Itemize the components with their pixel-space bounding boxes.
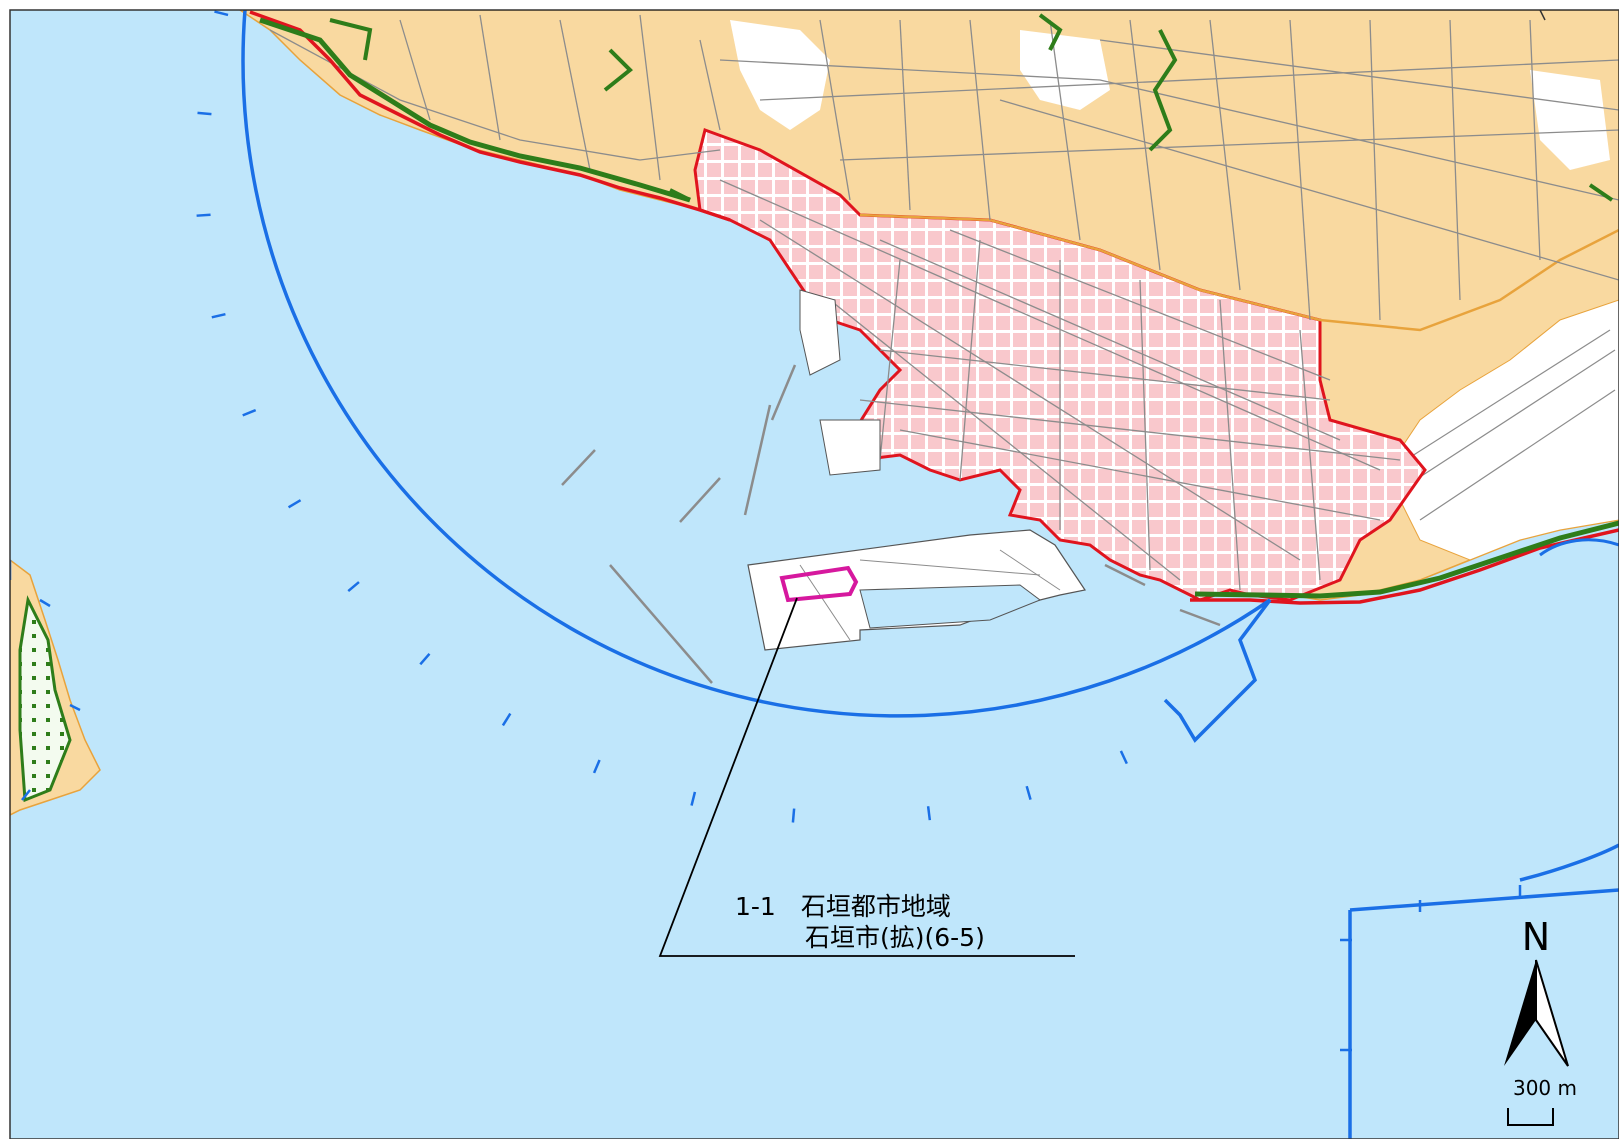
land-white-patch-2: [1020, 30, 1110, 110]
boundary-tick: [242, 408, 257, 417]
boundary-tick: [419, 652, 431, 666]
reclaimed-pier-inner: [859, 584, 1042, 629]
road-network: [269, 14, 1619, 591]
blue-boundary: [196, 10, 1619, 1139]
boundary-tick: [926, 806, 932, 821]
coastline-blue-east: [1539, 538, 1619, 557]
north-arrow-icon: [1504, 959, 1569, 1067]
map-frame: [9, 9, 1619, 1139]
green-strip-northwest: [259, 17, 691, 203]
scale-bar-line: [1507, 1108, 1554, 1126]
scale-bar: 300 m: [1507, 1076, 1577, 1126]
label-leader-line: [658, 597, 1075, 957]
land-white-patch-3: [1530, 70, 1610, 170]
land-white-patch-1: [730, 20, 830, 130]
corner-mark: [1539, 9, 1546, 21]
boundary-tick: [196, 213, 211, 217]
north-arrow: N: [1504, 915, 1569, 1067]
boundary-tick: [592, 759, 601, 774]
boundary-tick: [690, 791, 697, 806]
boundary-tick: [197, 111, 212, 116]
target-area-outline[interactable]: [779, 565, 859, 603]
green-strip-southeast: [1194, 520, 1619, 599]
north-letter: N: [1522, 915, 1550, 959]
boundary-tick: [347, 581, 360, 592]
green-parks: [329, 13, 1614, 202]
island-west-green: [18, 595, 72, 803]
boundary-tick: [501, 712, 512, 727]
boundary-tick: [791, 808, 796, 823]
boundary-tick: [214, 10, 229, 17]
area-label-line1: 1-1 石垣都市地域: [735, 892, 951, 921]
boundary-tick: [211, 312, 226, 319]
boundary-tick: [1025, 785, 1032, 800]
harbor-pier-south: [819, 419, 881, 476]
breakwaters: [561, 364, 1221, 684]
boundary-tick: [1119, 750, 1128, 765]
boundary-tick: [287, 499, 302, 509]
island-boundary-ticks: [10, 560, 81, 801]
scale-bar-label: 300 m: [1513, 1076, 1577, 1100]
harbor-pier-west: [799, 289, 841, 376]
area-label-line2: 石垣市(拡)(6-5): [805, 923, 985, 952]
coastline-northwest: [249, 10, 731, 222]
pier-roads: [799, 549, 1061, 641]
landuse-boundary: [859, 213, 1619, 332]
airport-runways: [1389, 329, 1616, 521]
coastline-southeast: [1190, 528, 1619, 605]
